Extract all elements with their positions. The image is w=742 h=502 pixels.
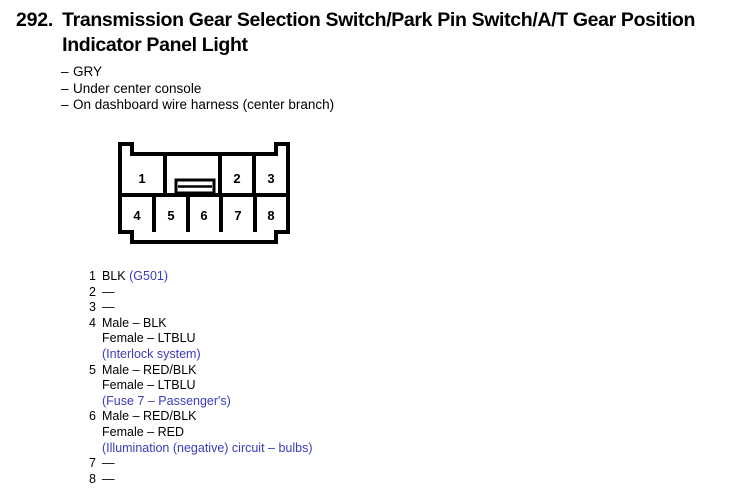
pin-detail-5: Male – RED/BLK Female – LTBLU (Fuse 7 – … xyxy=(102,363,231,410)
pin-5-female-wire: Female – LTBLU xyxy=(102,378,196,393)
pin-4-female-wire: Female – LTBLU xyxy=(102,331,196,346)
pin-number-8: 8 xyxy=(267,208,274,223)
pin-8-empty: — xyxy=(102,471,115,486)
note-text-location: Under center console xyxy=(73,80,202,96)
pin-detail-3: — xyxy=(102,300,115,316)
connector-pinout-diagram: 1 2 3 4 5 6 7 8 xyxy=(104,140,304,246)
pin-number-3: 3 xyxy=(267,171,274,186)
pin-entry-8: 8 — xyxy=(80,472,500,488)
note-dash-icon: – xyxy=(61,97,69,112)
pin-entry-3: 3 — xyxy=(80,300,500,316)
pin-1-circuit-note: (G501) xyxy=(129,269,169,283)
pin-index-1: 1 xyxy=(89,269,96,283)
pin-3-empty: — xyxy=(102,300,115,315)
pin-5-male-wire: Male – RED/BLK xyxy=(102,362,197,377)
pin-index-8: 8 xyxy=(89,471,96,486)
note-dash-icon: – xyxy=(61,80,69,96)
pin-entry-1: 1 BLK (G501) xyxy=(80,269,500,285)
pin-7-empty: — xyxy=(102,456,115,471)
pin-1-wire-color: BLK xyxy=(102,269,126,283)
pin-2-empty: — xyxy=(102,284,115,299)
pin-detail-2: — xyxy=(102,285,115,301)
note-line-color: – GRY xyxy=(61,64,334,81)
pin-4-circuit-note: (Interlock system) xyxy=(102,346,201,361)
pin-number-2: 2 xyxy=(233,171,240,186)
pin-detail-7: — xyxy=(102,456,115,472)
pin-6-male-wire: Male – RED/BLK xyxy=(102,409,197,424)
pin-4-male-wire: Male – BLK xyxy=(102,315,167,330)
note-dash-icon: – xyxy=(61,64,69,79)
pin-number-5: 5 xyxy=(167,208,174,223)
entry-number: 292. xyxy=(16,9,54,31)
pin-number-6: 6 xyxy=(200,208,207,223)
pin-index-5: 5 xyxy=(89,362,96,377)
pin-index-4: 4 xyxy=(89,315,96,330)
pin-entry-6: 6 Male – RED/BLK Female – RED (Illuminat… xyxy=(80,409,500,456)
pin-entry-5: 5 Male – RED/BLK Female – LTBLU (Fuse 7 … xyxy=(80,363,500,410)
pin-index-3: 3 xyxy=(89,300,96,315)
pin-number-7: 7 xyxy=(234,208,241,223)
connector-notes-list: – GRY – Under center console – On dashbo… xyxy=(61,64,334,114)
pin-number-4: 4 xyxy=(133,208,141,223)
note-line-location: – Under center console xyxy=(61,81,334,98)
note-text-color: GRY xyxy=(73,64,103,79)
pin-entry-7: 7 — xyxy=(80,456,500,472)
pin-detail-6: Male – RED/BLK Female – RED (Illuminatio… xyxy=(102,409,313,456)
connector-outline-svg: 1 2 3 4 5 6 7 8 xyxy=(118,142,290,244)
pin-entry-4: 4 Male – BLK Female – LTBLU (Interlock s… xyxy=(80,316,500,363)
pin-5-circuit-note: (Fuse 7 – Passenger's) xyxy=(102,393,231,408)
note-text-harness: On dashboard wire harness (center branch… xyxy=(73,97,335,112)
pin-6-female-wire: Female – RED xyxy=(102,424,184,439)
pin-assignment-list: 1 BLK (G501) 2 — 3 — 4 Male – BLK Female… xyxy=(80,269,500,487)
pin-detail-1: BLK (G501) xyxy=(102,269,168,285)
pin-index-2: 2 xyxy=(89,284,96,299)
title-row: 292. Transmission Gear Selection Switch/… xyxy=(16,8,734,58)
pin-index-7: 7 xyxy=(89,456,96,471)
pin-number-1: 1 xyxy=(138,171,145,186)
pin-6-circuit-note: (Illumination (negative) circuit – bulbs… xyxy=(102,440,313,455)
pin-line-1-wire: BLK (G501) xyxy=(102,269,168,285)
page-header: 292. Transmission Gear Selection Switch/… xyxy=(16,8,734,58)
pin-entry-2: 2 — xyxy=(80,285,500,301)
pin-index-6: 6 xyxy=(89,409,96,424)
pin-detail-4: Male – BLK Female – LTBLU (Interlock sys… xyxy=(102,316,201,363)
page-title: Transmission Gear Selection Switch/Park … xyxy=(62,9,696,56)
pin-detail-8: — xyxy=(102,472,115,488)
note-line-harness: – On dashboard wire harness (center bran… xyxy=(61,97,334,114)
